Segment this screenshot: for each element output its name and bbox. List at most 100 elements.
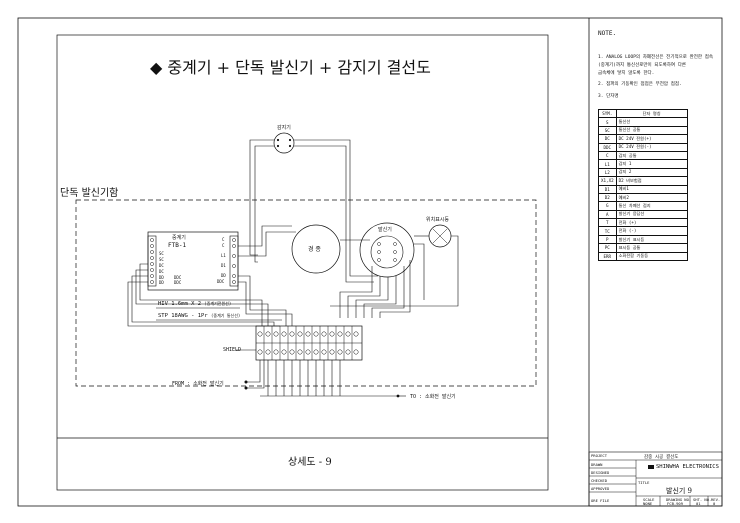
legend-header-sym: SYM. xyxy=(598,108,617,119)
legend-sym: PC xyxy=(598,243,617,253)
cable1-spec: HIV 1.6mm X 2 xyxy=(158,301,202,307)
repeater-terminal-strip-right xyxy=(229,235,239,287)
legend-desc: 표시등 공통 xyxy=(615,243,688,253)
legend-desc: 발신기 표시등 xyxy=(615,234,688,245)
legend-desc: 예비2 xyxy=(615,192,688,203)
indicator-cross-2 xyxy=(432,228,448,244)
bell xyxy=(291,224,341,274)
legend-desc: DC 24V 전원(-) xyxy=(615,142,688,152)
transmitter-wiring xyxy=(339,260,411,318)
from-label: FROM : 소화전 발신기 xyxy=(172,381,224,387)
repeater-cables xyxy=(127,263,293,327)
legend-sym: S xyxy=(598,117,617,127)
transmitter-contacts xyxy=(377,242,397,262)
legend-header: SYM. 단자 명칭 xyxy=(598,108,688,119)
tb-sheet-label: SHT. NO. xyxy=(693,497,712,502)
tb-row-orefile: ORE FILE xyxy=(591,498,610,503)
repeater-terminal-strip-left xyxy=(147,235,157,287)
repeater-terminal-l2: DC xyxy=(159,263,164,268)
repeater-terminal-l7: DDC xyxy=(174,280,182,285)
note-line-3: 2. 점퍼의 기동확인 점점은 무전압 접점. xyxy=(598,82,682,87)
terminal-block-dividers xyxy=(263,326,353,360)
legend-desc: 감지 공통 xyxy=(615,150,688,161)
repeater-name1: 중계기 xyxy=(172,235,186,241)
transmitter xyxy=(359,222,415,278)
legend-desc: 감지 2 xyxy=(615,167,688,178)
tb-scale-label: SCALE xyxy=(643,497,655,502)
legend-sym: L1 xyxy=(598,159,617,169)
repeater-terminal-l0: SC xyxy=(159,251,164,256)
shield-label: SHIELD xyxy=(223,347,242,353)
tb-scale-value: NONE xyxy=(643,501,653,506)
legend-sym: D2 xyxy=(598,192,617,203)
cable2-note: (중계기 통신선) xyxy=(210,313,241,318)
legend-desc: 통신선 공통 xyxy=(615,125,688,136)
repeater-name2: FTB-1 xyxy=(168,242,187,249)
tb-company: SHINWHA ELECTRONICS xyxy=(656,464,719,470)
legend-sym: SC xyxy=(598,125,617,136)
notes-heading: NOTE. xyxy=(598,30,617,37)
transmitter-inner xyxy=(370,235,404,269)
legend-desc: 전화 (-) xyxy=(615,226,688,236)
to-label: TO : 소화전 발신기 xyxy=(410,394,456,400)
detector-contacts xyxy=(276,138,292,148)
legend-desc: 예비1 xyxy=(615,184,688,194)
repeater-terminal-screws xyxy=(150,238,236,284)
legend-sym: A xyxy=(598,209,617,220)
cable1-note: (중계기전원선) xyxy=(204,301,232,306)
tb-title-label: TITLE xyxy=(638,480,650,485)
detector-wiring xyxy=(249,139,378,283)
title-block xyxy=(588,451,723,507)
legend-sym: TC xyxy=(598,226,617,236)
cable2-label: STP 18AWG - 1Pr (중계기 통신선) xyxy=(158,313,240,319)
repeater-terminal-l4: DD xyxy=(159,275,164,280)
legend-sym: D1 xyxy=(598,184,617,194)
repeater-terminal-r0: C xyxy=(222,237,225,242)
enclosure-label: 단독 발신기함 xyxy=(60,188,119,199)
legend-sym: DC xyxy=(598,134,617,144)
repeater-terminal-l5: DD xyxy=(159,280,164,285)
legend-header-desc: 단자 명칭 xyxy=(615,108,688,119)
legend-sym: P xyxy=(598,234,617,245)
detector-label: 감지기 xyxy=(277,125,291,131)
repeater-terminal-r3: D1 xyxy=(221,263,226,268)
note-line-0: 1. ANALOG LOOP의 차폐전선은 전기적으로 완전한 접속 xyxy=(598,55,714,60)
enclosure-box xyxy=(75,199,537,387)
legend-desc: 감지 1 xyxy=(615,159,688,169)
terminal-block-screws-bottom xyxy=(257,349,359,355)
legend-desc: 통신선 xyxy=(615,117,688,127)
note-line-1: (중계기)까지 통신선로만이 되도록하여 다른 xyxy=(598,63,687,68)
terminal-block-screws-top xyxy=(257,331,359,337)
bell-label: 경 종 xyxy=(308,246,321,253)
legend-sym: C xyxy=(598,150,617,161)
note-line-2: 금속체에 닿지 않도록 한다. xyxy=(598,71,655,76)
repeater-terminal-r1: C xyxy=(222,243,225,248)
title-block-grid xyxy=(589,459,722,506)
legend-sym: ERR xyxy=(598,251,617,262)
repeater-terminal-l3: DC xyxy=(159,269,164,274)
legend-desc: 통신 차폐선 접지 xyxy=(615,201,688,211)
tb-row-approved: APPROVED xyxy=(591,486,610,491)
note-line-4: 3. 단자명 xyxy=(598,94,619,99)
legend-sym: T xyxy=(598,218,617,228)
indicator-wiring xyxy=(330,235,459,307)
tb-sheet-value: 01 xyxy=(696,501,701,506)
company-logo-mark xyxy=(648,465,654,469)
footer-label: 상세도 - 9 xyxy=(288,457,332,468)
drawing-frame xyxy=(56,34,549,491)
transmitter-label: 발신기 xyxy=(378,227,392,233)
